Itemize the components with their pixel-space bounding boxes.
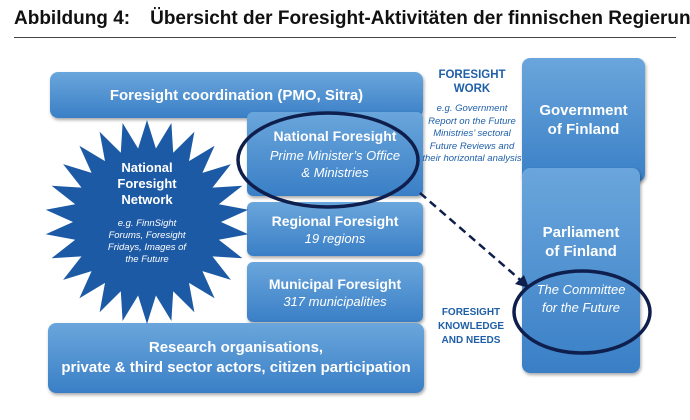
foresight-knowledge-label: FORESIGHT KNOWLEDGE AND NEEDS: [437, 307, 505, 346]
national-subtitle: Prime Minister’s Office & Ministries: [269, 148, 401, 180]
knowledge-arrow-head: [515, 275, 529, 288]
research-box: Research organisations, private & third …: [48, 323, 424, 393]
knowledge-arrow: [419, 192, 526, 285]
network-text: National Foresight Network e.g. FinnSigh…: [72, 160, 222, 266]
figure-heading: Abbildung 4: Übersicht der Foresight-Akti…: [14, 8, 690, 30]
municipal-title: Municipal Foresight: [268, 275, 402, 292]
figure-number: Abbildung 4:: [14, 8, 131, 29]
heading-rule: [14, 37, 676, 38]
research-line-2: private & third sector actors, citizen p…: [61, 359, 411, 376]
foresight-work-title: FORESIGHT WORK: [438, 69, 506, 95]
research-line-1: Research organisations,: [148, 339, 324, 356]
network-title: National Foresight Network: [117, 160, 177, 207]
regional-subtitle: 19 regions: [304, 230, 366, 246]
figure-title: Übersicht der Foresight-Aktivitäten der …: [150, 8, 690, 29]
network-star: [45, 120, 249, 324]
parliament-label: Parliament of Finland: [542, 224, 620, 260]
municipal-foresight-box: Municipal Foresight 317 municipalities: [247, 262, 423, 322]
committee-ring: [512, 269, 652, 355]
national-title: National Foresight: [273, 128, 397, 144]
committee-label: The Committee for the Future: [536, 282, 626, 315]
regional-foresight-box: Regional Foresight 19 regions: [247, 202, 423, 256]
coordination-box: Foresight coordination (PMO, Sitra): [50, 72, 423, 118]
regional-title: Regional Foresight: [271, 212, 399, 229]
coordination-label: Foresight coordination (PMO, Sitra): [109, 86, 364, 104]
foresight-work-text: e.g. Government Report on the Future Min…: [422, 103, 522, 164]
network-examples: e.g. FinnSight Forums, Foresight Fridays…: [107, 218, 187, 265]
government-box: Government of Finland: [522, 58, 645, 182]
national-foresight-ring: [236, 111, 420, 209]
municipal-subtitle: 317 municipalities: [283, 293, 387, 309]
government-label: Government of Finland: [539, 102, 628, 138]
